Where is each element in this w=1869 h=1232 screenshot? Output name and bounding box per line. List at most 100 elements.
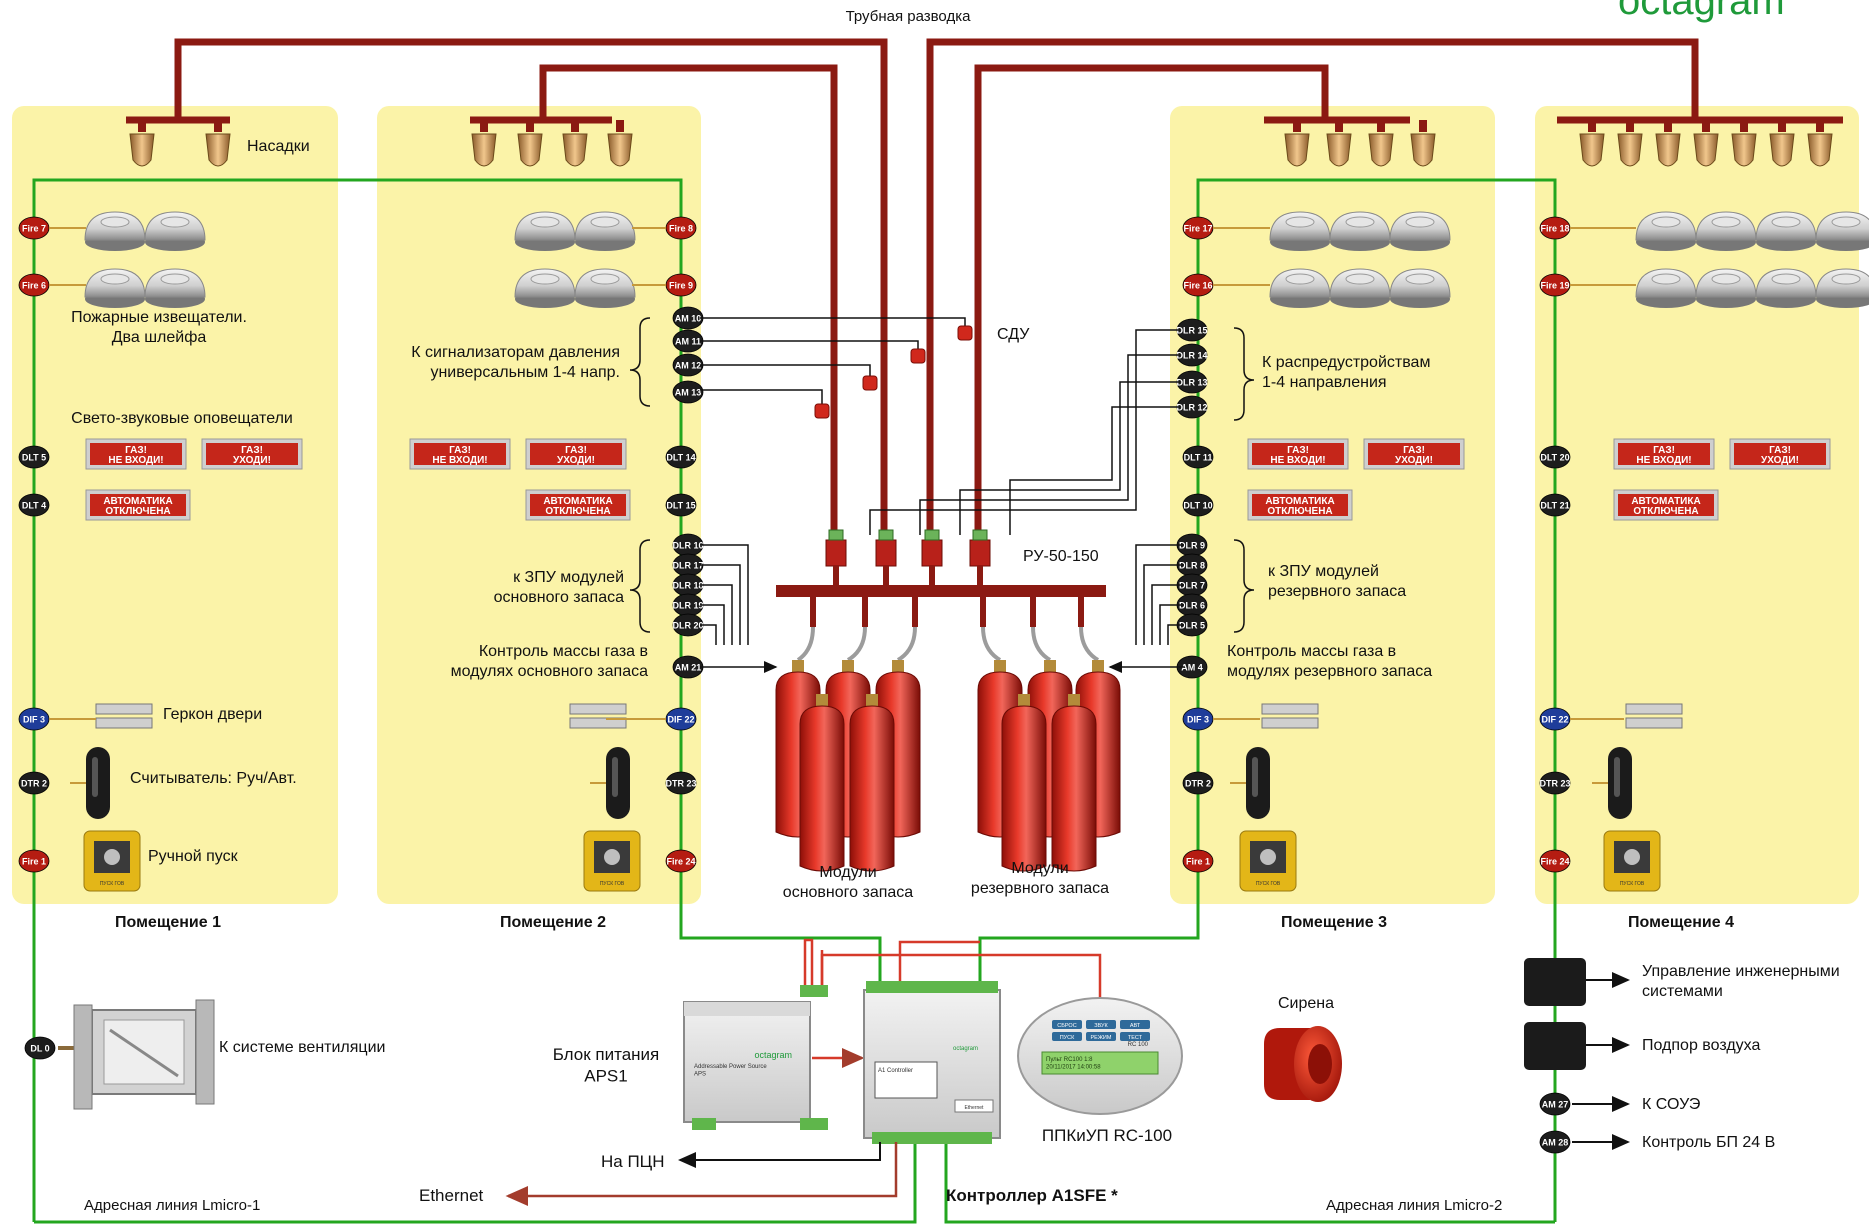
smoke-detector: [144, 211, 206, 251]
svg-text:DLR 19: DLR 19: [672, 601, 703, 611]
ethernet-label: Ethernet: [419, 1186, 484, 1205]
address-tag: DTR 2: [1182, 771, 1214, 795]
smoke-detector: [1269, 211, 1331, 251]
address-tag: Fire 9: [665, 273, 697, 297]
svg-text:AM 28: AM 28: [1542, 1138, 1569, 1148]
svg-text:DIF 3: DIF 3: [1187, 715, 1209, 725]
svg-text:ГАЗ!НЕ ВХОДИ!: ГАЗ!НЕ ВХОДИ!: [1270, 445, 1325, 466]
card-reader: [590, 747, 630, 819]
svg-text:DLR 20: DLR 20: [672, 621, 703, 631]
svg-text:DLR 5: DLR 5: [1179, 621, 1205, 631]
smoke-detectors: [84, 211, 1869, 308]
siren-label: Сирена: [1278, 995, 1334, 1012]
svg-text:AM 4: AM 4: [1181, 663, 1203, 673]
svg-text:DLR 18: DLR 18: [672, 581, 703, 591]
address-tag: DLR 12: [1176, 395, 1208, 419]
sdu-label: СДУ: [997, 326, 1030, 343]
controller-device: [863, 981, 1001, 1144]
nozzle: [1693, 120, 1719, 167]
address-tag: DTR 2: [18, 771, 50, 795]
address-tag: DL 0: [24, 1036, 56, 1060]
svg-text:DLR 8: DLR 8: [1179, 561, 1205, 571]
nozzle: [562, 120, 588, 167]
nozzles-label: Насадки: [247, 138, 310, 155]
ru-label: РУ-50-150: [1023, 548, 1099, 565]
address-tag: DLT 14: [665, 445, 697, 469]
address-tag: DLT 15: [665, 493, 697, 517]
address-tag: DLT 4: [18, 493, 50, 517]
svg-text:DLR 16: DLR 16: [672, 541, 703, 551]
out-bp-label: Контроль БП 24 В: [1642, 1134, 1775, 1151]
reed-switches: [95, 703, 1683, 729]
svg-text:AM 10: AM 10: [675, 314, 702, 324]
svg-text:ПУСК ГОВ: ПУСК ГОВ: [1256, 881, 1281, 887]
svg-text:ГАЗ!УХОДИ!: ГАЗ!УХОДИ!: [233, 445, 271, 466]
svg-text:Fire 1: Fire 1: [1186, 857, 1210, 867]
svg-text:AM 12: AM 12: [675, 361, 702, 371]
detectors-label: Пожарные извещатели.Два шлейфа: [71, 309, 247, 346]
address-tag: Fire 1: [18, 849, 50, 873]
svg-text:DLT 21: DLT 21: [1540, 501, 1569, 511]
address-tag: DLT 20: [1539, 445, 1571, 469]
pipe-label: Трубная разводка: [846, 8, 972, 25]
svg-text:АВТ: АВТ: [1130, 1023, 1141, 1029]
controller-device-brand: octagram: [953, 1046, 978, 1052]
address-tag: Fire 19: [1539, 273, 1571, 297]
address-tag: DLT 21: [1539, 493, 1571, 517]
svg-text:DLR 15: DLR 15: [1176, 326, 1207, 336]
svg-text:ГАЗ!УХОДИ!: ГАЗ!УХОДИ!: [1395, 445, 1433, 466]
manual-start-button: ПУСК ГОВ: [1603, 830, 1661, 892]
controller-device-text: A1 Controller: [878, 1068, 913, 1074]
smoke-detector: [1635, 268, 1697, 308]
svg-text:Fire 9: Fire 9: [669, 281, 693, 291]
panel-button: ЗВУК: [1086, 1020, 1116, 1029]
sdu-devices: [814, 325, 973, 419]
svg-text:DTR 23: DTR 23: [1539, 779, 1570, 789]
card-reader: [1230, 747, 1270, 819]
nozzle: [1807, 120, 1833, 167]
address-tag: Fire 16: [1182, 273, 1214, 297]
address-tag: DIF 3: [18, 707, 50, 731]
smoke-detector: [144, 268, 206, 308]
address-tag: Fire 24: [1539, 849, 1571, 873]
address-tag: Fire 24: [665, 849, 697, 873]
smoke-detector: [1389, 211, 1451, 251]
manual-label: Ручной пуск: [148, 848, 239, 865]
svg-text:AM 21: AM 21: [675, 663, 702, 673]
device-wires: [49, 227, 1636, 720]
nozzle: [1655, 120, 1681, 167]
smoke-detector: [574, 211, 636, 251]
svg-text:ГАЗ!НЕ ВХОДИ!: ГАЗ!НЕ ВХОДИ!: [1636, 445, 1691, 466]
address-tag: DLR 18: [672, 573, 704, 597]
address-tag: AM 11: [672, 329, 704, 353]
svg-text:DLR 12: DLR 12: [1176, 403, 1207, 413]
reed-label: Геркон двери: [163, 706, 262, 723]
address-tag: DLR 20: [672, 613, 704, 637]
smoke-detector: [1635, 211, 1697, 251]
manual-start-button: ПУСК ГОВ: [583, 830, 641, 892]
panel-label: ППКиУП RC-100: [1042, 1126, 1172, 1145]
smoke-detector: [514, 211, 576, 251]
smoke-detector: [1755, 268, 1817, 308]
address-tag: AM 13: [672, 380, 704, 404]
svg-text:ГАЗ!УХОДИ!: ГАЗ!УХОДИ!: [1761, 445, 1799, 466]
nozzle: [1326, 120, 1352, 167]
svg-text:DLT 20: DLT 20: [1540, 453, 1569, 463]
power-wiring: [803, 938, 1102, 1005]
address-tag: AM 28: [1539, 1130, 1571, 1154]
svg-text:DLR 13: DLR 13: [1176, 378, 1207, 388]
svg-text:РЕЖИМ: РЕЖИМ: [1091, 1035, 1112, 1041]
address-tag: DIF 22: [1539, 707, 1571, 731]
address-tag: DTR 23: [665, 771, 697, 795]
smoke-detector: [574, 268, 636, 308]
brand-logo: octagram: [1618, 0, 1785, 23]
